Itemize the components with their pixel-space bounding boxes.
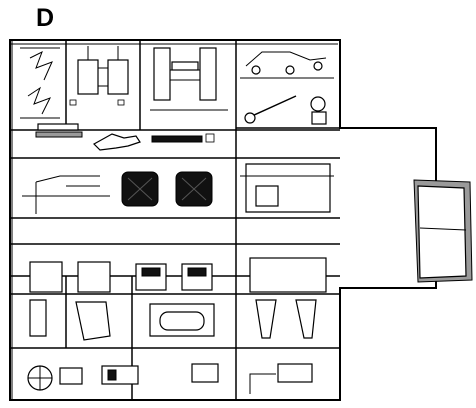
- part-seat-brackets: [255, 299, 317, 339]
- sprue-letter-label: D: [36, 4, 55, 32]
- part-rectangular-frames: [69, 46, 129, 106]
- part-lever-assembly: [244, 95, 327, 125]
- part-bent-pipe: [93, 133, 141, 151]
- part-long-bar: [35, 123, 83, 138]
- sprue-frame: [9, 39, 437, 401]
- part-pipe-fittings: [240, 51, 334, 79]
- part-seat-frames: [150, 47, 228, 111]
- part-small-pieces: [59, 363, 219, 385]
- part-exhaust-muffler: [249, 363, 313, 394]
- part-oval-frame: [149, 303, 215, 337]
- part-wide-panel: [249, 257, 327, 293]
- part-gauge-panels: [135, 263, 213, 291]
- part-hull-side: [413, 179, 473, 283]
- part-cab-shell: [240, 163, 334, 213]
- part-bracket-set-left: [29, 299, 111, 341]
- part-side-panels: [29, 261, 111, 293]
- part-zigzag-pieces: [20, 47, 60, 119]
- part-strip: [151, 133, 215, 143]
- part-exhaust-pipes: [22, 175, 110, 214]
- part-steering-wheel: [27, 365, 53, 391]
- part-radiator-grilles: [121, 171, 213, 207]
